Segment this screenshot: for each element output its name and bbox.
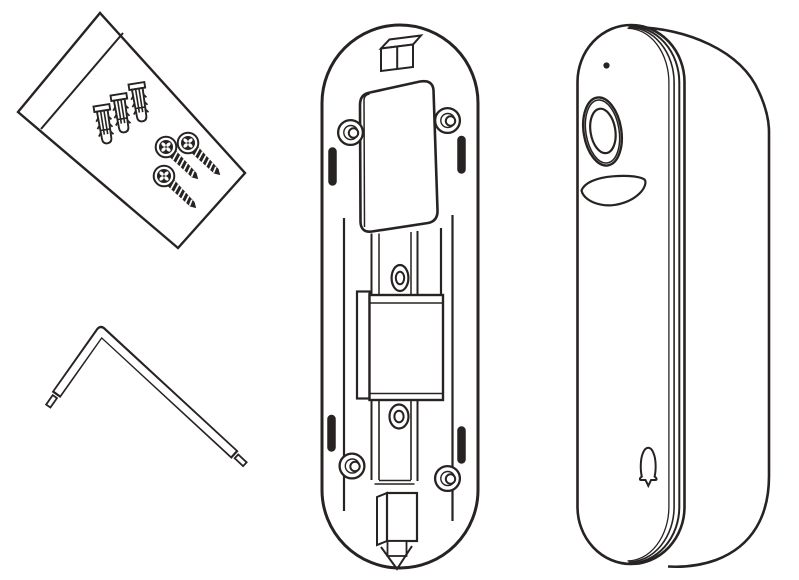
bag-outline <box>16 11 247 250</box>
mounting-bracket <box>320 23 480 571</box>
bracket-rail-inner-lower <box>374 401 415 485</box>
bracket-rail-outer-lower <box>370 401 419 481</box>
bracket-rail-outer <box>370 231 419 295</box>
mount-slots <box>327 135 466 464</box>
speaker-grille <box>580 174 647 207</box>
allen-key <box>44 325 248 468</box>
bracket-top-tab <box>378 34 424 73</box>
bracket-panel <box>358 79 439 233</box>
status-led-dot <box>603 62 610 69</box>
bell-button-icon <box>638 446 658 489</box>
bag-seal-fold-line <box>40 32 124 130</box>
bracket-rail-inner <box>378 232 412 295</box>
allen-key-tip <box>233 453 248 468</box>
bracket-bottom-tab <box>376 491 419 571</box>
screw-hole <box>388 403 410 430</box>
screw-post <box>336 118 365 147</box>
screw-hole <box>390 263 410 293</box>
screw-post <box>338 452 366 480</box>
camera-lens <box>581 96 624 167</box>
doorbell <box>576 23 771 569</box>
allen-key-body-inner <box>54 328 236 457</box>
screw-post <box>433 106 462 135</box>
screw-post <box>433 464 462 493</box>
edge-contour-lines <box>627 25 681 565</box>
doorbell-body <box>632 25 771 569</box>
allen-key-tip <box>44 393 59 409</box>
hardware-bag <box>16 11 247 250</box>
allen-key-body-outline <box>51 325 239 459</box>
bracket-slide-block <box>355 290 445 402</box>
